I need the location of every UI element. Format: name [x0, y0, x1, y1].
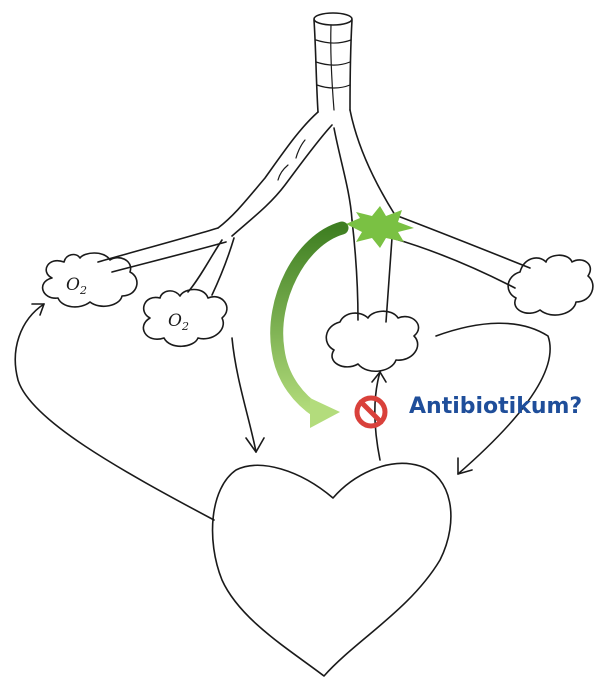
o2-middle-label: O — [168, 311, 182, 331]
antibiotic-label: Antibiotikum? — [409, 394, 582, 419]
alveolus-middle — [143, 290, 227, 347]
infection-burst-icon — [346, 206, 414, 248]
o2-left-subscript: 2 — [79, 284, 87, 297]
o2-middle-subscript: 2 — [181, 320, 189, 333]
alveolus-infected — [326, 311, 418, 371]
heart — [213, 463, 451, 676]
o2-left-label: O — [66, 275, 80, 295]
alveolus-left — [43, 253, 137, 307]
green-arrow-icon — [277, 228, 342, 428]
prohibition-icon — [357, 398, 385, 426]
trachea — [314, 13, 352, 112]
